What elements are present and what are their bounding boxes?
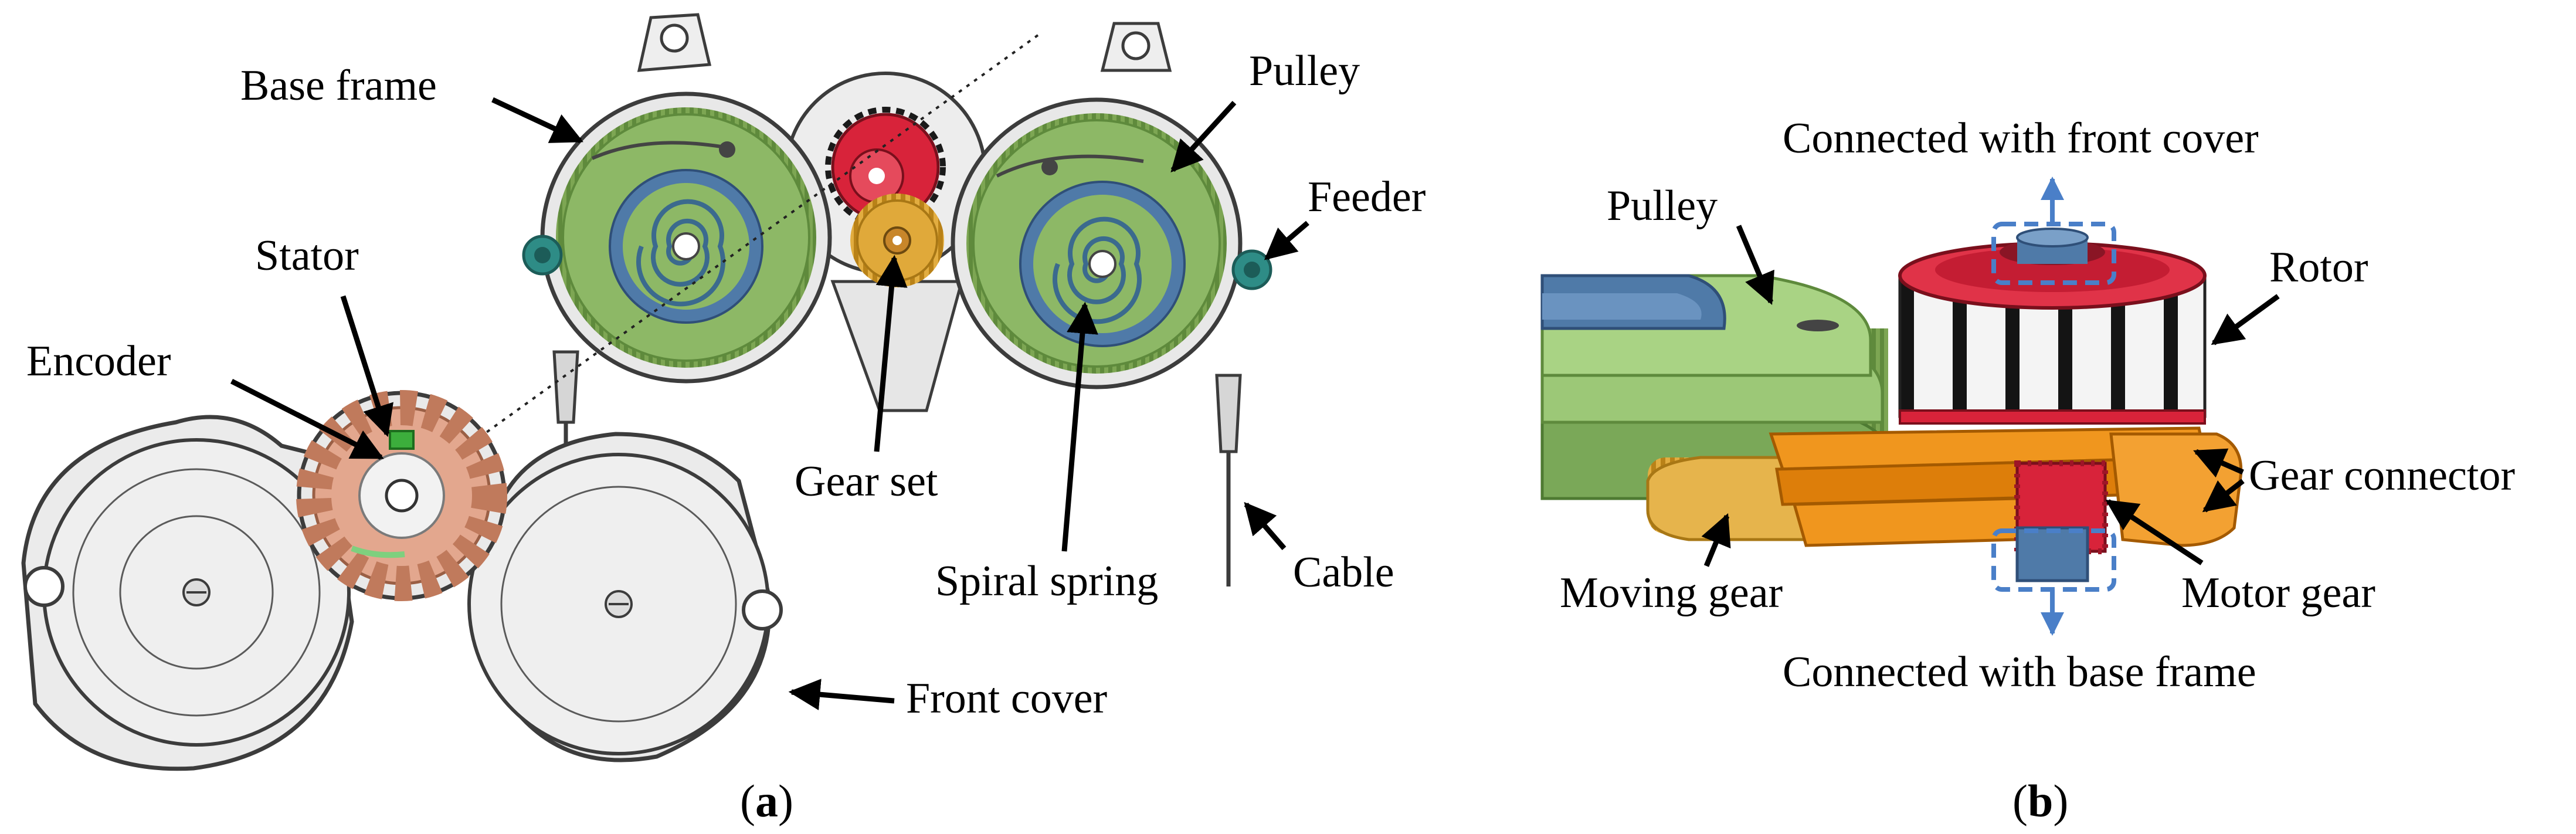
label-cable: Cable bbox=[1293, 548, 1394, 596]
rotor bbox=[1898, 228, 2207, 425]
arrow-cable bbox=[1244, 501, 1287, 550]
arrow-spiral-spring bbox=[1061, 301, 1098, 552]
base-shaft bbox=[2015, 526, 2089, 582]
arrow-gear-connector-2 bbox=[2202, 479, 2245, 513]
caption-b: (b) bbox=[2012, 775, 2068, 826]
arrow-rotor bbox=[2211, 294, 2280, 345]
label-base-frame: Base frame bbox=[240, 62, 437, 110]
panel-b-drawing bbox=[1540, 177, 2243, 636]
arrow-encoder bbox=[230, 378, 384, 460]
label-pulley-a: Pulley bbox=[1249, 47, 1360, 95]
label-gear-connector: Gear connector bbox=[2249, 452, 2515, 500]
arrow-gear-connector-1 bbox=[2193, 448, 2244, 478]
arrow-stator bbox=[340, 295, 393, 438]
arrow-gear-set bbox=[874, 255, 908, 452]
label-connected-base: Connected with base frame bbox=[1783, 648, 2256, 696]
stator-unit bbox=[296, 390, 507, 601]
gear-connector bbox=[1769, 426, 2243, 547]
encoder-chip bbox=[389, 430, 415, 450]
panel-b-labels: Connected with front cover Pulley Rotor … bbox=[1560, 114, 2515, 696]
right-cable-fitting bbox=[1215, 374, 1242, 453]
left-cable-fitting bbox=[552, 350, 579, 424]
caption-a: (a) bbox=[740, 775, 793, 826]
right-spiral-spring bbox=[1053, 216, 1142, 324]
label-pulley-b: Pulley bbox=[1607, 182, 1718, 230]
arrow-motor-gear bbox=[2105, 499, 2204, 565]
panel-b-leaders bbox=[1701, 225, 2280, 567]
panel-a-labels: Base frame Pulley Feeder Stator Encoder … bbox=[26, 47, 1426, 723]
left-spiral-spring bbox=[636, 199, 725, 307]
arrow-front-cover bbox=[788, 679, 895, 711]
label-gear-set: Gear set bbox=[795, 457, 938, 506]
label-front-cover: Front cover bbox=[906, 674, 1107, 723]
arrow-feeder bbox=[1264, 221, 1309, 260]
panel-a-drawing bbox=[21, 13, 1272, 771]
label-moving-gear: Moving gear bbox=[1560, 569, 1783, 617]
label-rotor: Rotor bbox=[2269, 243, 2368, 291]
right-front-cover bbox=[467, 432, 783, 762]
label-motor-gear: Motor gear bbox=[2181, 569, 2375, 617]
arrow-pulley-a bbox=[1170, 100, 1237, 172]
arrow-moving-gear bbox=[1701, 513, 1731, 567]
label-spiral-spring: Spiral spring bbox=[935, 557, 1158, 605]
label-connected-front: Connected with front cover bbox=[1783, 114, 2259, 162]
left-front-cover bbox=[21, 415, 354, 771]
panel-a-leaders bbox=[230, 97, 1309, 711]
label-stator: Stator bbox=[255, 232, 359, 280]
label-encoder: Encoder bbox=[26, 337, 171, 385]
arrow-base-frame bbox=[491, 97, 583, 144]
arrow-pulley-b bbox=[1736, 225, 1774, 305]
label-feeder: Feeder bbox=[1308, 173, 1426, 221]
